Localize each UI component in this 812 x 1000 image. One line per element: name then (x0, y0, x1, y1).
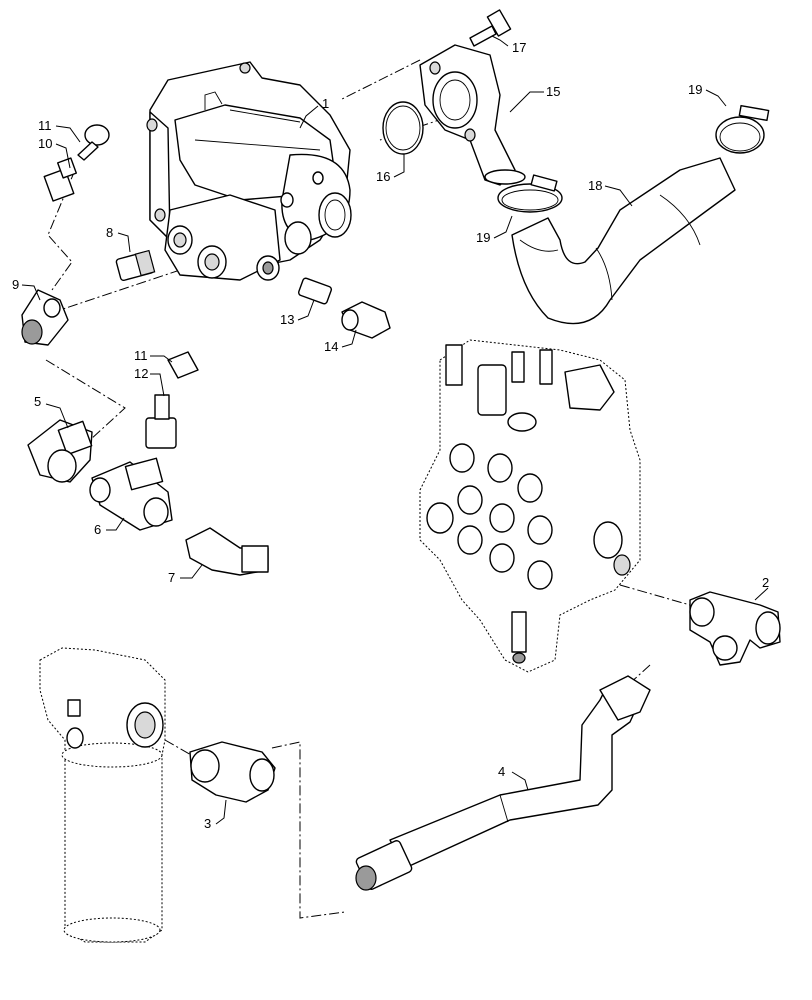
elbow-5 (27, 419, 93, 483)
callout-16: 16 (376, 169, 390, 184)
hose-clamp-lower (497, 174, 563, 213)
tee-6 (89, 457, 173, 531)
bolt (469, 9, 512, 47)
dust-cap-11-upper (77, 124, 110, 161)
control-valve (419, 339, 641, 673)
callout-11-upper: 11 (38, 118, 52, 133)
hose-clamp-upper (715, 104, 770, 154)
callout-4: 4 (498, 764, 505, 779)
callout-15: 15 (546, 84, 560, 99)
callout-7: 7 (168, 570, 175, 585)
callout-18: 18 (588, 178, 602, 193)
callout-10: 10 (38, 136, 52, 151)
elbow-14 (341, 301, 391, 339)
connector-13 (297, 277, 333, 305)
callout-1: 1 (322, 96, 329, 111)
hydraulic-filter (39, 647, 166, 943)
hydraulic-hose (355, 675, 651, 891)
hydraulic-pump (146, 61, 352, 281)
o-ring (382, 101, 424, 155)
connector-8 (115, 249, 156, 282)
callout-6: 6 (94, 522, 101, 537)
callout-17: 17 (512, 40, 526, 55)
callout-3: 3 (204, 816, 211, 831)
callout-13: 13 (280, 312, 294, 327)
fitting-12 (145, 394, 177, 449)
callout-12: 12 (134, 366, 148, 381)
callout-14: 14 (324, 339, 338, 354)
callout-9: 9 (12, 277, 19, 292)
callout-2: 2 (762, 575, 769, 590)
suction-hose (511, 157, 736, 325)
tee-2 (689, 591, 781, 666)
callout-19-lower: 19 (476, 230, 490, 245)
dust-cap-11-lower (167, 351, 199, 379)
fitting-10 (43, 157, 78, 202)
callout-labels: 1 2 3 4 5 6 7 8 9 10 11 11 12 13 14 15 1… (12, 40, 769, 831)
callout-11-lower: 11 (134, 348, 148, 363)
leader-lines (21, 35, 769, 825)
callout-19-upper: 19 (688, 82, 702, 97)
callout-5: 5 (34, 394, 41, 409)
callout-8: 8 (106, 225, 113, 240)
elbow-9 (21, 289, 69, 346)
flange-elbow (419, 44, 526, 186)
elbow-7 (185, 527, 269, 576)
elbow-3 (189, 741, 276, 803)
